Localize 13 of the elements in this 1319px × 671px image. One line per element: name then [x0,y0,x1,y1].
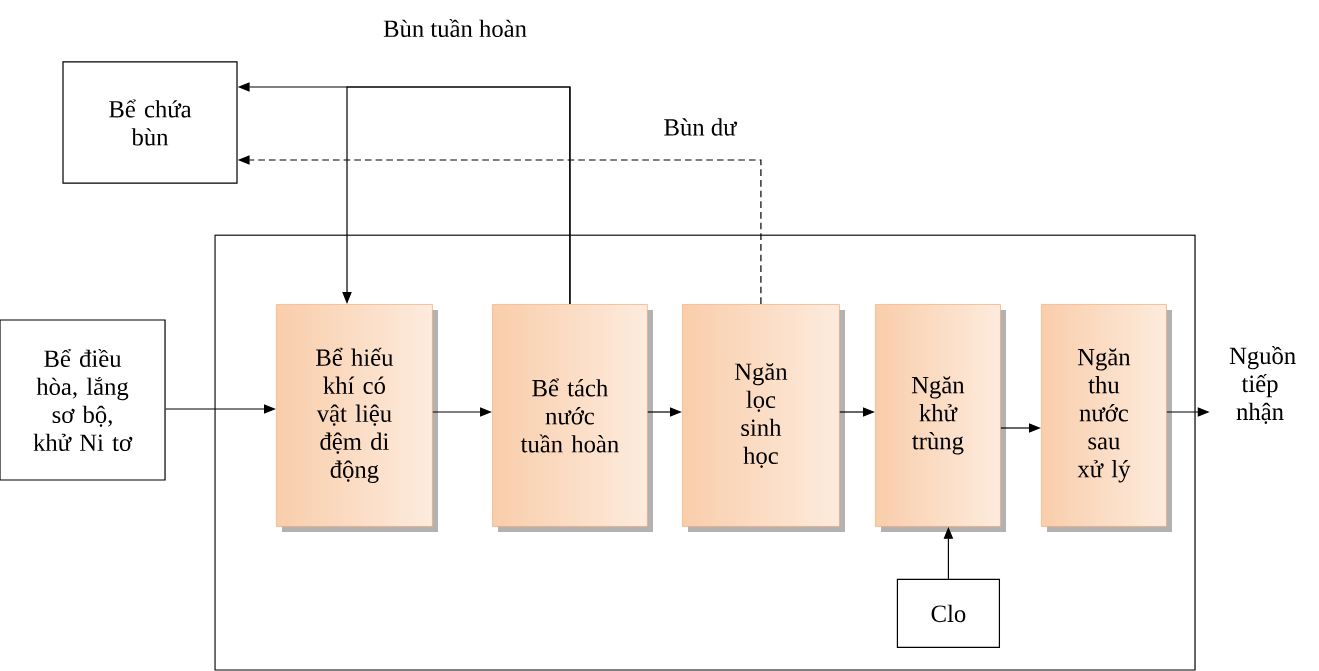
process-box: Ngăn lọc sinh học [682,304,845,532]
edge-label: Bùn dư [660,115,740,139]
process-box: Bể tách nước tuần hoàn [492,304,653,532]
process-box: Clo [896,578,1000,649]
process-box: Bể hiếu khí có vật liệu đệm di động [276,304,438,532]
process-box: Bể chứa bùn [62,61,238,184]
edge-label: Bùn tuần hoàn [380,16,530,40]
process-box: Ngăn thu nước sau xử lý [1041,304,1172,532]
process-box: Bể điều hòa, lắng sơ bộ, khử Ni tơ [0,319,166,481]
process-box: Ngăn khử trùng [875,304,1006,532]
outlet-label: Nguồn tiếp nhận [1229,346,1296,424]
arrow [342,86,571,305]
system-boundary [214,234,1196,671]
